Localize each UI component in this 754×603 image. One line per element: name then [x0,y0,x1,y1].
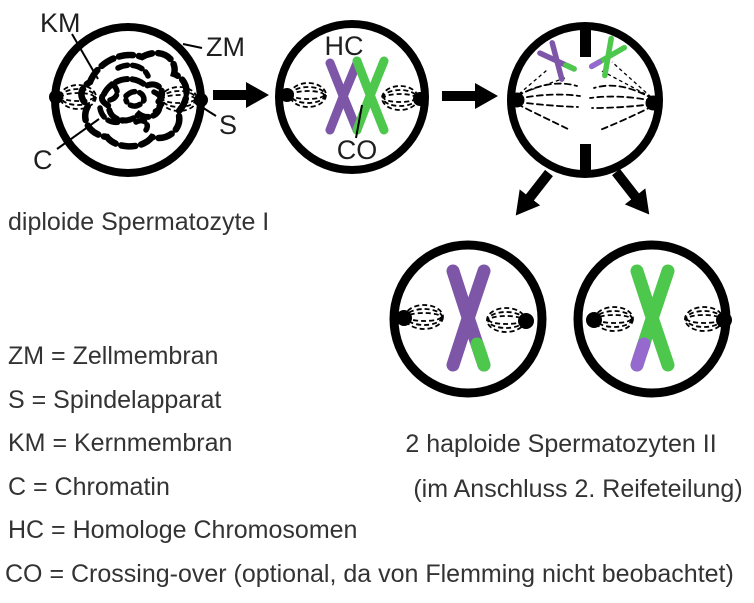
spindle-fibers [289,82,327,108]
spindle-fibers [594,306,634,332]
arrow-to-daughter-right-icon [612,168,650,215]
chromosome-green-large [630,264,675,372]
km-pointer-line [71,33,99,80]
cell-haploid-green [573,240,732,398]
legend-item-zm: ZM = Zellmembran [8,342,218,370]
caption-result-line1: 2 haploide Spermatozyten II [405,430,716,458]
centrosome-dot [586,312,602,328]
spindle-pole-right [589,61,661,131]
co-pointer-line [355,104,363,139]
spindle-fibers [486,307,526,333]
spindle-pole-left [586,306,634,332]
arrow-step-2-icon [442,83,498,109]
spindle-pole-left [49,84,97,110]
caption-result-line2: (im Anschluss 2. Reifeteilung) [413,475,742,503]
spindle-pole-right [160,86,208,112]
label-zm: ZM [206,32,245,62]
green-tip [470,337,491,372]
s-pointer-line [196,103,217,117]
cell-diploid-spermatocyte: KM ZM S C [33,8,245,177]
c-pointer-line [56,118,100,150]
spindle-pole-right [486,307,534,333]
cell-haploid-purple [389,240,547,398]
spindle-fibers [404,304,444,330]
centrosome-dot [509,92,525,108]
spindle-pole-left [396,304,444,330]
label-km: KM [40,8,81,38]
zm-pointer-line [182,43,203,49]
spindle-pole-left [280,82,327,108]
centrosome-dot [49,90,63,104]
spindle-fibers [160,86,198,112]
spindle-fibers [589,61,654,131]
centrosome-dot [645,95,661,111]
chromosome-purple-large [446,264,491,372]
label-c: C [33,145,53,175]
spindle-fibers [684,306,724,332]
purple-tip [588,59,603,70]
legend-item-c: C = Chromatin [8,473,170,501]
arrow-to-daughter-left-icon [515,169,553,216]
chromosome-green-recombinant-small [588,35,628,79]
legend-item-s: S = Spindelapparat [8,386,221,414]
spindle-fibers [381,85,419,111]
label-hc: HC [325,31,364,61]
purple-tip [630,337,651,372]
centrosome-dot [716,312,732,328]
centrosome-dot [518,313,534,329]
legend-item-hc: HC = Homologe Chromosomen [8,516,357,544]
legend: ZM = Zellmembran S = Spindelapparat KM =… [5,342,734,588]
spindle-fibers [59,84,97,110]
arrow-step-1-icon [213,82,269,108]
cell-anaphase-dividing [507,22,663,178]
chromosome-purple [325,58,362,135]
spindle-pole-right [684,306,732,332]
chromosome-purple-recombinant-small [537,40,577,82]
label-co: CO [337,135,378,165]
legend-item-co: CO = Crossing-over (optional, da von Fle… [5,560,734,588]
cell-homologous-chromosomes: HC CO [275,20,429,174]
green-tip [563,62,577,72]
spindle-pole-left [509,69,581,130]
label-s: S [219,110,237,140]
legend-item-km: KM = Kernmembran [8,429,232,457]
caption-stage1: diploide Spermatozyte I [8,208,269,236]
cleavage-furrow-top [580,24,591,57]
centrosome-dot [396,310,412,326]
cleavage-furrow-bottom [580,144,591,177]
spindle-pole-right [381,85,427,111]
spindle-fibers [516,69,581,130]
